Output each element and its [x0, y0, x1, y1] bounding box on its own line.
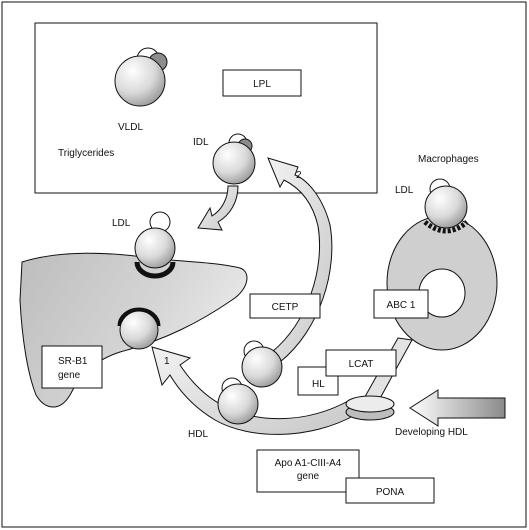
vldl-particle [114, 47, 168, 107]
vldl-label: VLDL [118, 122, 143, 133]
lpl-box [222, 69, 302, 97]
ldl-liver-label: LDL [112, 218, 131, 229]
ldl-receptor-band [423, 220, 469, 234]
ldl-macrophage-particle [423, 178, 469, 234]
lpl-label: LPL [253, 79, 271, 90]
sr-b1-label-line1: SR-B1 [58, 356, 88, 367]
macrophages-label: Macrophages [418, 154, 479, 165]
apo-gene-label-line2: gene [297, 471, 320, 482]
apo-gene-box [256, 449, 360, 493]
pona-label: PONA [376, 487, 405, 498]
pona-box [345, 477, 435, 504]
lcat-label: LCAT [349, 359, 374, 370]
arrow-2-label: 2 [296, 170, 302, 181]
macrophage-cell [386, 215, 498, 351]
ldl-macrophage-label: LDL [395, 185, 414, 196]
hdl-label: HDL [188, 429, 208, 440]
hdl-particle-lower [217, 377, 259, 425]
cetp-box [249, 293, 321, 319]
plasma-box [34, 22, 378, 194]
idl-particle [212, 133, 256, 185]
idl-to-ldl-arrow [197, 185, 239, 231]
sr-b1-label-line2: gene [58, 370, 81, 381]
developing-hdl-label: Developing HDL [395, 427, 468, 438]
cetp-label: CETP [272, 302, 299, 313]
ldl-liver-particle [134, 211, 176, 279]
arrow-1-label: 1 [164, 356, 170, 367]
triglycerides-label: Triglycerides [58, 148, 114, 159]
developing-hdl-arrow [409, 389, 506, 427]
hl-label: HL [312, 379, 325, 390]
abc1-label: ABC 1 [387, 300, 416, 311]
sr-b1-receptor-particle [117, 307, 161, 350]
lcat-box [325, 349, 397, 377]
developing-hdl-disc [345, 395, 395, 421]
abc1-box [373, 289, 429, 319]
sr-b1-box [41, 345, 103, 389]
hdl-particle-upper [241, 340, 283, 388]
apo-gene-label-line1: Apo A1-CIII-A4 [275, 458, 342, 469]
idl-label: IDL [193, 137, 209, 148]
